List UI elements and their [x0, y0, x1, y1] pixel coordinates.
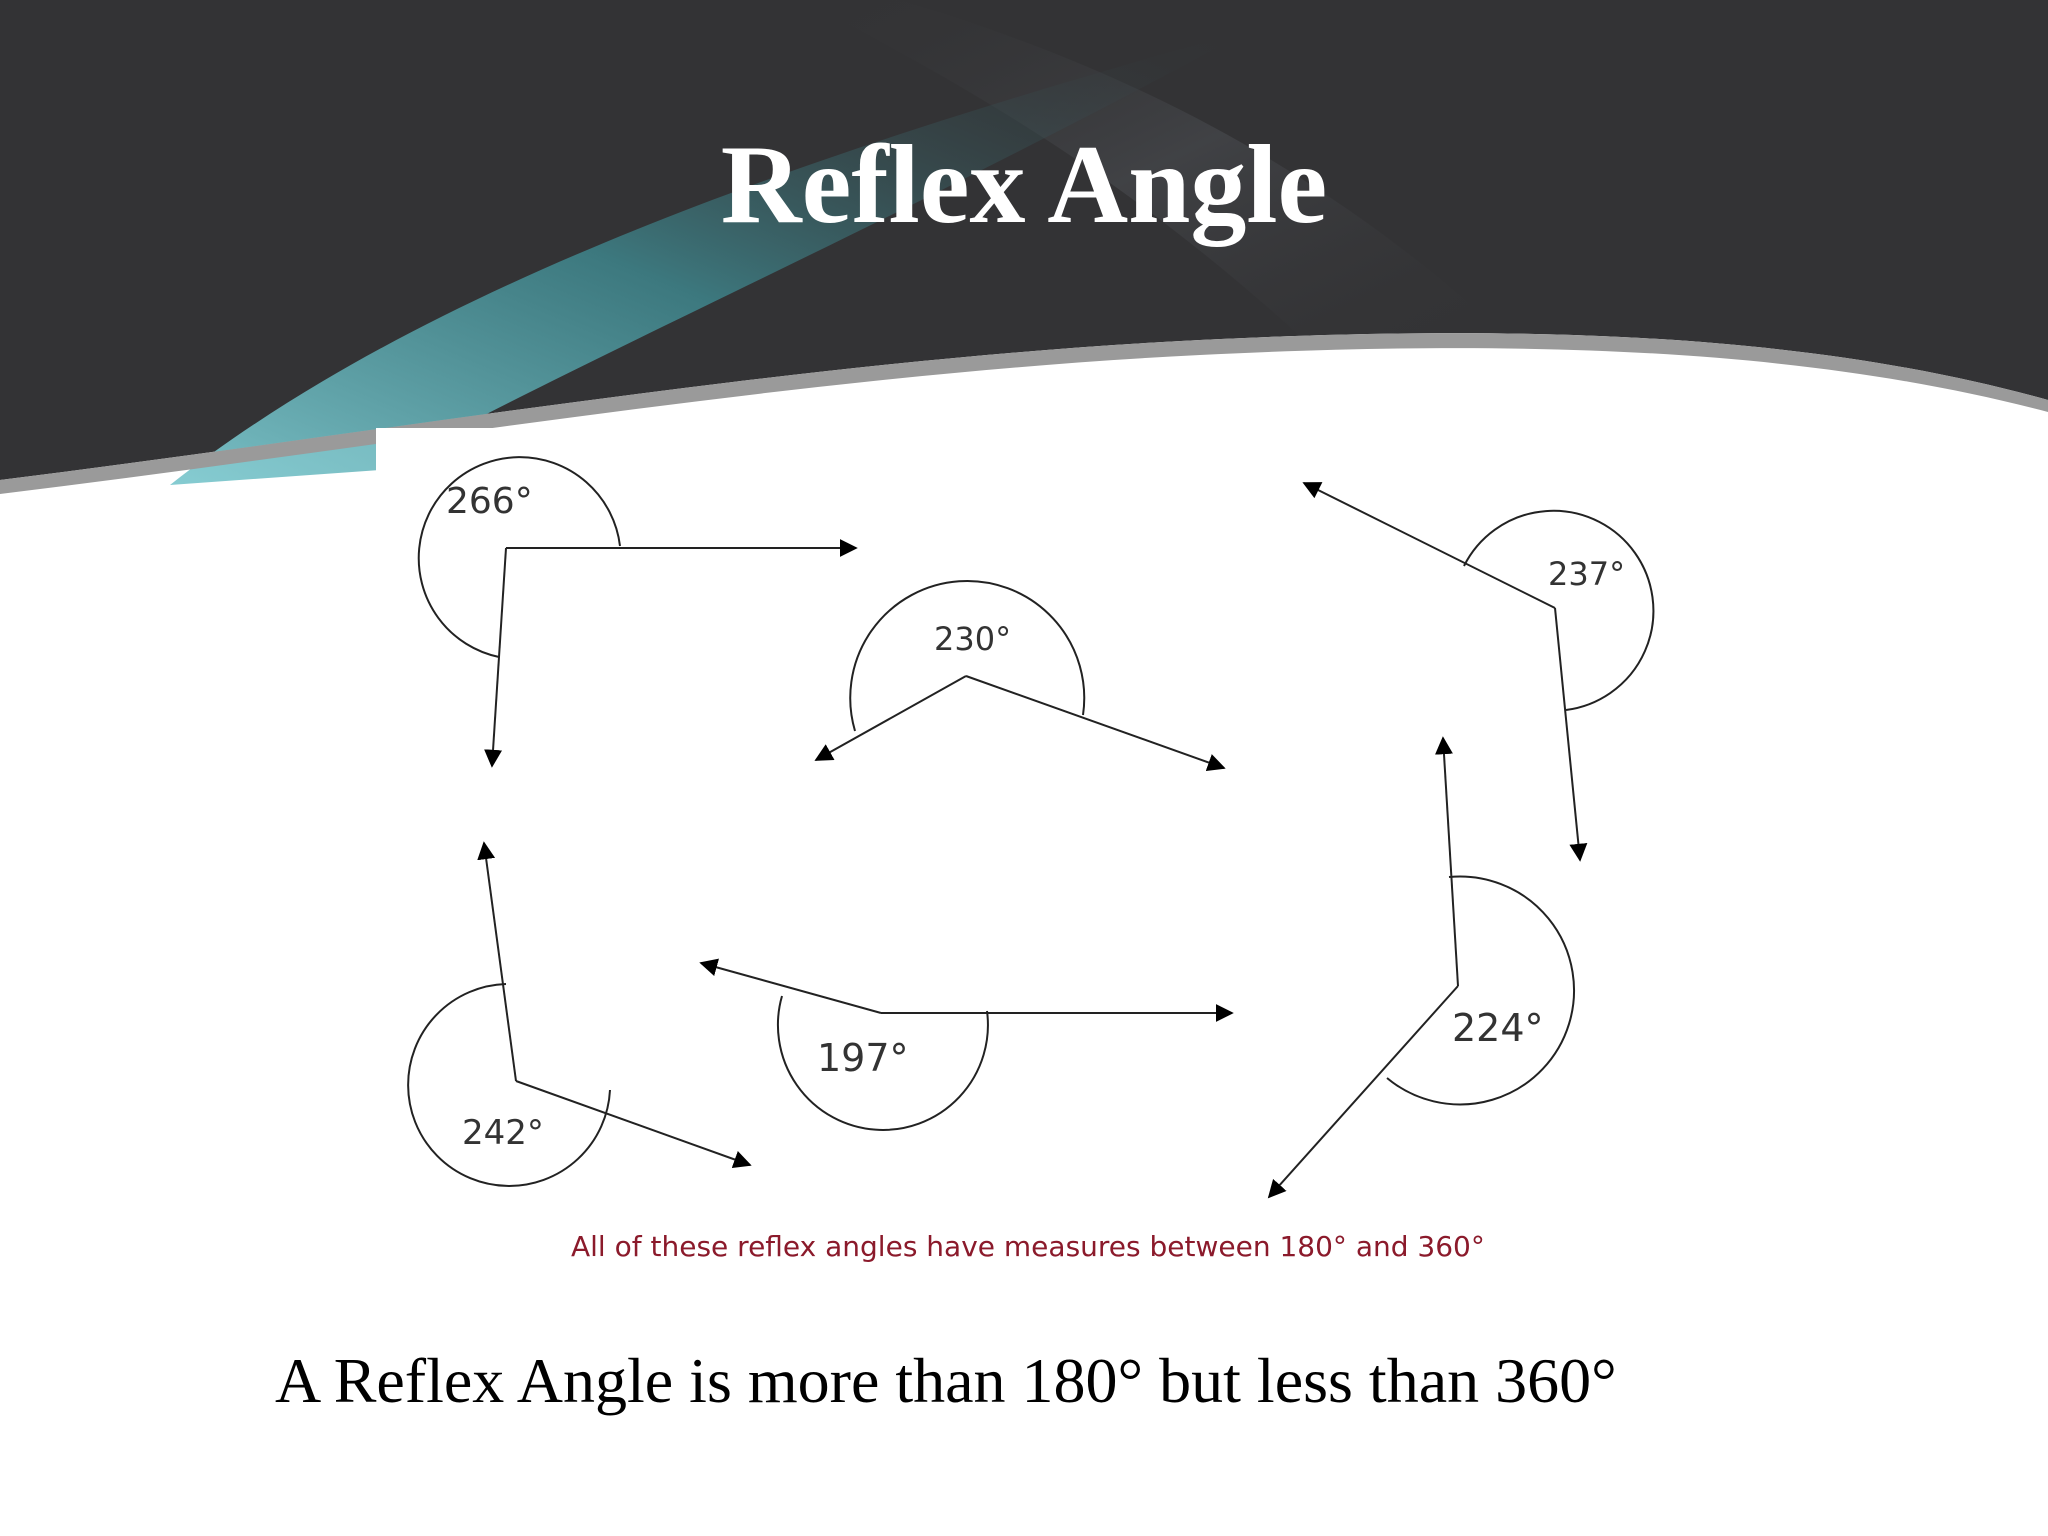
angle-ray — [1267, 985, 1459, 1199]
angle-ray — [1554, 607, 1588, 862]
angle-label: 197° — [817, 1036, 909, 1080]
angle-arc — [777, 995, 989, 1131]
reflex-angle-diagram: 266° 230° 237° 242° 197° — [376, 428, 1696, 1290]
angle-224 — [1267, 736, 1575, 1199]
angle-ray — [699, 958, 882, 1014]
header-banner — [0, 0, 2048, 494]
angle-arc — [1463, 509, 1655, 711]
angle-ray — [965, 675, 1226, 772]
angle-197 — [699, 958, 1234, 1131]
slide-title: Reflex Angle — [720, 123, 1328, 247]
angle-ray — [484, 547, 507, 768]
angle-label: 237° — [1548, 555, 1625, 593]
angle-237 — [1302, 482, 1655, 862]
angle-arc — [407, 983, 611, 1187]
angle-label: 224° — [1452, 1006, 1544, 1050]
diagram-background — [376, 428, 1696, 1290]
angle-label: 242° — [462, 1113, 544, 1153]
angle-label: 230° — [934, 620, 1011, 658]
slide-statement: A Reflex Angle is more than 180° but les… — [275, 1345, 1617, 1416]
angle-ray — [1302, 482, 1556, 609]
angle-ray — [515, 1080, 752, 1168]
angle-label: 266° — [446, 481, 533, 522]
angle-230 — [814, 580, 1226, 772]
header-teal-swoosh — [170, 30, 1250, 485]
angle-ray — [1434, 736, 1459, 987]
angle-arc — [849, 580, 1086, 732]
angle-ray — [814, 675, 967, 761]
header-sheen — [800, 0, 1500, 336]
diagram-caption: All of these reflex angles have measures… — [571, 1230, 1485, 1263]
angle-ray — [477, 841, 517, 1082]
angle-266 — [417, 456, 858, 768]
angle-arc — [1386, 875, 1575, 1106]
angle-arc — [417, 456, 621, 658]
header-grey-edge — [0, 333, 2048, 494]
angle-242 — [407, 841, 752, 1187]
